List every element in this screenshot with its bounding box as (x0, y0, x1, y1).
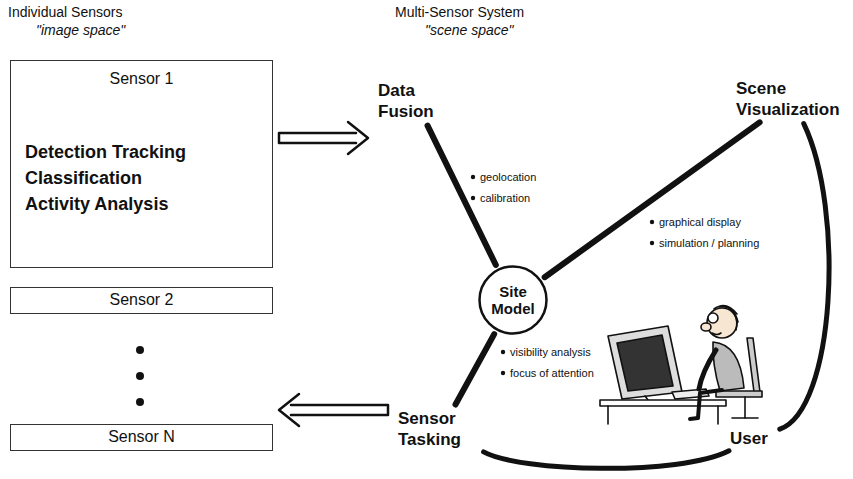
thick-link (545, 122, 760, 277)
thick-link (455, 334, 494, 404)
sensor-box: Sensor 2 (10, 287, 273, 314)
column-heading: Individual Sensors (8, 4, 122, 20)
sensor-name: Sensor 2 (11, 290, 272, 310)
function-list: Detection Tracking Classification Activi… (25, 139, 187, 217)
process-name: Scene Visualization (736, 78, 848, 120)
process-name: Sensor Tasking (398, 408, 486, 450)
sensor-box: Sensor N (10, 424, 273, 451)
process-label: Sensor Tasking (398, 408, 486, 450)
flow-arrow (279, 122, 368, 154)
thick-arc (780, 124, 829, 430)
bullet-item: geolocation (480, 170, 536, 184)
ellipsis-dots (136, 346, 144, 406)
circle-label: Site Model (482, 283, 544, 317)
bullet-item: simulation / planning (659, 236, 759, 250)
user-illustration (600, 305, 762, 424)
thick-arc (484, 451, 729, 469)
site-model-circle: Site Model (478, 265, 548, 335)
sensor-box: Sensor 1 Detection Tracking Classificatio… (10, 60, 273, 268)
tasking-arrow (279, 394, 388, 426)
sensor-name: Sensor 1 (11, 69, 272, 89)
bullet-item: visibility analysis (510, 345, 591, 359)
bullet-item: graphical display (659, 215, 741, 229)
circle-shape (480, 267, 547, 334)
column-subheading: "image space" (36, 22, 125, 38)
process-name: Data Fusion (378, 80, 453, 122)
bullet-item: calibration (480, 191, 530, 205)
process-label: Data Fusion (378, 80, 453, 122)
column-heading: Multi-Sensor System (395, 4, 524, 20)
bullet-item: focus of attention (510, 366, 594, 380)
user-label: User (730, 428, 776, 449)
column-subheading: "scene space" (425, 22, 514, 38)
process-label: Scene Visualization (736, 78, 848, 120)
user-name: User (730, 428, 776, 449)
sensor-name: Sensor N (11, 427, 272, 447)
